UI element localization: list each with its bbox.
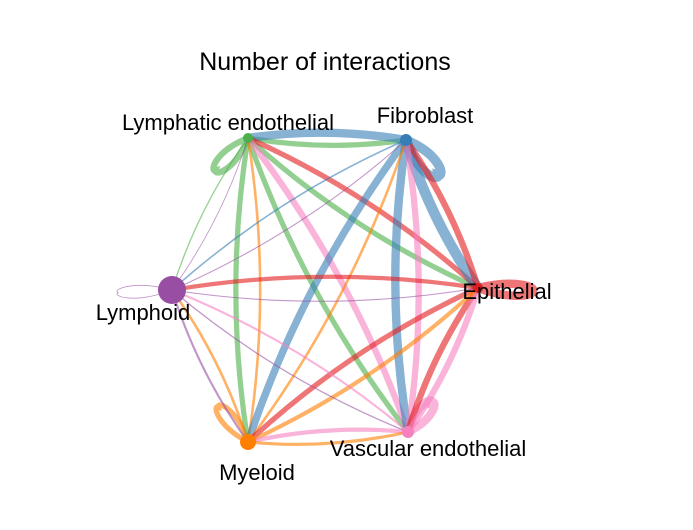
edge-lymphoid-to-fibroblast	[171, 139, 407, 291]
edge-fibroblast-to-lymphatic	[243, 128, 411, 145]
node-label-fibroblast: Fibroblast	[377, 103, 474, 128]
node-epithelial	[473, 283, 483, 293]
edge-vascular-to-fibroblast	[402, 136, 422, 436]
edge-fibroblast-to-myeloid	[244, 136, 410, 446]
edge-epithelial-to-epithelial	[473, 279, 538, 300]
edge-myeloid-to-epithelial	[245, 285, 481, 445]
label-layer: Lymphatic endothelial FibroblastEpithelia…	[96, 103, 552, 485]
edge-vascular-to-myeloid	[245, 427, 411, 445]
edge-lymphatic-to-lymphatic	[210, 134, 252, 176]
edge-vascular-to-epithelial	[404, 284, 482, 436]
edge-lymphatic-to-vascular	[245, 135, 411, 435]
node-layer	[158, 133, 483, 450]
edge-lymphoid-to-myeloid	[170, 288, 250, 444]
edge-myeloid-to-fibroblast	[246, 138, 408, 444]
edge-myeloid-to-lymphoid	[170, 288, 250, 444]
node-label-lymphoid: Lymphoid	[96, 300, 191, 325]
edge-fibroblast-to-lymphoid	[171, 139, 407, 291]
edge-lymphatic-to-lymphoid	[171, 137, 249, 291]
edge-epithelial-to-vascular	[404, 284, 482, 436]
node-label-epithelial: Epithelial	[462, 279, 551, 304]
edge-lymphoid-to-lymphatic	[171, 137, 249, 291]
edge-lymphoid-to-lymphoid	[116, 284, 173, 299]
node-vascular	[402, 426, 414, 438]
edge-epithelial-to-lymphoid	[169, 274, 481, 293]
edge-myeloid-to-lymphatic	[246, 136, 262, 444]
edge-fibroblast-to-vascular	[391, 135, 413, 437]
edge-epithelial-to-lymphatic	[245, 135, 481, 291]
node-label-myeloid: Myeloid	[219, 460, 295, 485]
edge-layer	[116, 128, 538, 446]
chart-title: Number of interactions	[199, 48, 451, 76]
edge-lymphatic-to-epithelial	[245, 135, 481, 291]
node-label-vascular: Vascular endothelial	[330, 436, 527, 461]
node-lymphoid	[158, 276, 186, 304]
edge-lymphoid-to-epithelial	[171, 287, 479, 302]
node-lymphatic	[243, 133, 253, 143]
edge-lymphatic-to-fibroblast	[245, 135, 409, 148]
edge-vascular-to-lymphatic	[244, 134, 412, 436]
edge-epithelial-to-fibroblast	[402, 136, 482, 292]
edge-myeloid-to-myeloid	[213, 402, 251, 445]
edge-epithelial-to-myeloid	[245, 285, 481, 445]
edge-lymphatic-to-myeloid	[233, 135, 251, 445]
node-myeloid	[240, 434, 256, 450]
node-fibroblast	[400, 134, 412, 146]
edge-lymphoid-to-vascular	[171, 289, 409, 433]
edge-myeloid-to-vascular	[246, 430, 410, 446]
edge-vascular-to-lymphoid	[170, 288, 410, 434]
node-label-lymphatic: Lymphatic endothelial	[122, 110, 334, 135]
